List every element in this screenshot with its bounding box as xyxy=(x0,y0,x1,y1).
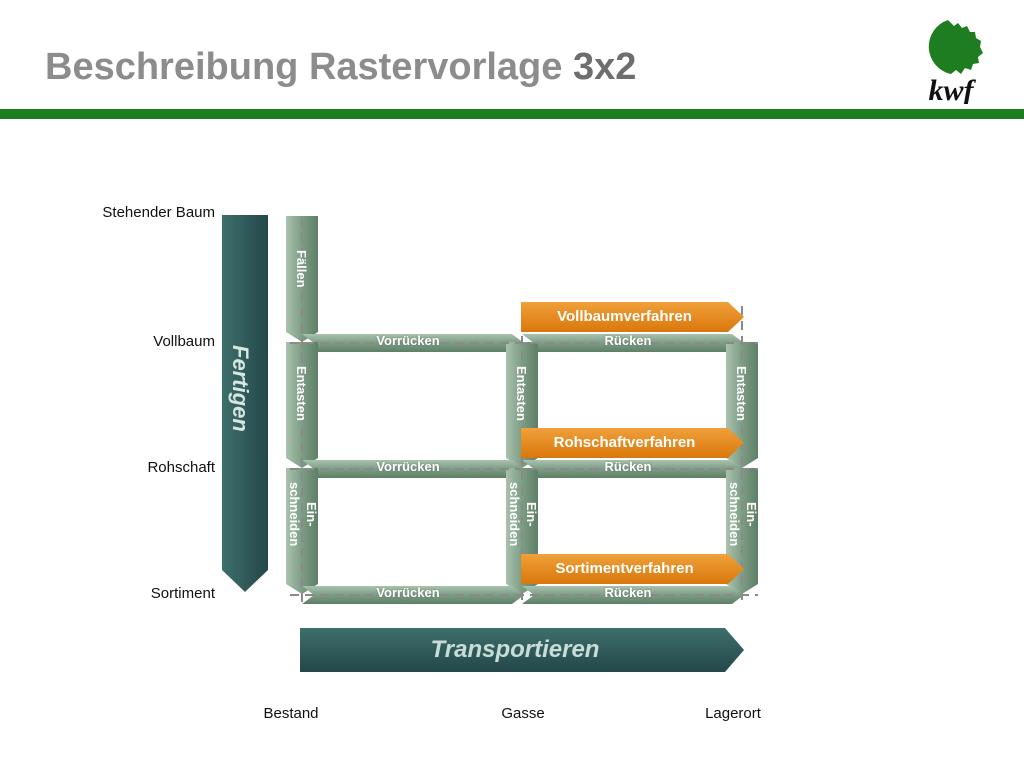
segment-ruecken-3 xyxy=(522,586,744,604)
label-faellen: Fällen xyxy=(294,250,309,288)
row-label-rohschaft: Rohschaft xyxy=(147,459,215,476)
transportieren-label: Transportieren xyxy=(430,636,600,663)
label-einschneiden-2: Ein- schneiden xyxy=(507,482,539,547)
kwf-logo: kwf xyxy=(918,20,984,107)
procedure-rohschaft: Rohschaftverfahren xyxy=(521,428,744,458)
logo-text: kwf xyxy=(929,74,977,104)
label-entasten-2: Entasten xyxy=(514,366,529,421)
procedure-sortiment-label: Sortimentverfahren xyxy=(555,560,694,577)
fertigen-label: Fertigen xyxy=(228,345,253,432)
row-label-vollbaum: Vollbaum xyxy=(153,333,215,350)
label-vorruecken-2: Vorrücken xyxy=(376,459,440,474)
title-accent: 3x2 xyxy=(572,46,637,88)
label-einschneiden-1: Ein- schneiden xyxy=(287,482,319,547)
label-ruecken-2: Rücken xyxy=(604,459,652,474)
fertigen-arrow xyxy=(220,215,270,593)
page-title: Beschreibung Rastervorlage 3x2 xyxy=(45,46,636,89)
label-vorruecken-1: Vorrücken xyxy=(376,333,440,348)
segment-einschneiden-1 xyxy=(286,468,318,594)
title-rule xyxy=(0,109,1024,119)
col-label-bestand: Bestand xyxy=(263,705,319,722)
segment-ruecken-2 xyxy=(522,460,744,478)
title-main: Beschreibung Rastervorlage xyxy=(45,46,573,88)
col-label-gasse: Gasse xyxy=(501,705,545,722)
procedure-rohschaft-label: Rohschaftverfahren xyxy=(553,434,696,451)
label-entasten-3: Entasten xyxy=(734,366,749,421)
dashed-guides xyxy=(290,218,758,605)
label-ruecken-3: Rücken xyxy=(604,585,652,600)
label-vorruecken-3: Vorrücken xyxy=(376,585,440,600)
row-label-sortiment: Sortiment xyxy=(150,585,215,602)
segment-ruecken-1 xyxy=(522,334,744,352)
label-entasten-1: Entasten xyxy=(294,366,309,421)
label-einschneiden-3: Ein- schneiden xyxy=(727,482,759,547)
procedure-sortiment: Sortimentverfahren xyxy=(521,554,744,584)
label-ruecken-1: Rücken xyxy=(604,333,652,348)
procedure-vollbaum-label: Vollbaumverfahren xyxy=(557,308,692,325)
procedure-vollbaum: Vollbaumverfahren xyxy=(521,302,744,332)
process-grid xyxy=(280,210,770,620)
row-label-stehender-baum: Stehender Baum xyxy=(102,204,215,221)
col-label-lagerort: Lagerort xyxy=(705,705,761,722)
transportieren-arrow xyxy=(300,626,745,674)
